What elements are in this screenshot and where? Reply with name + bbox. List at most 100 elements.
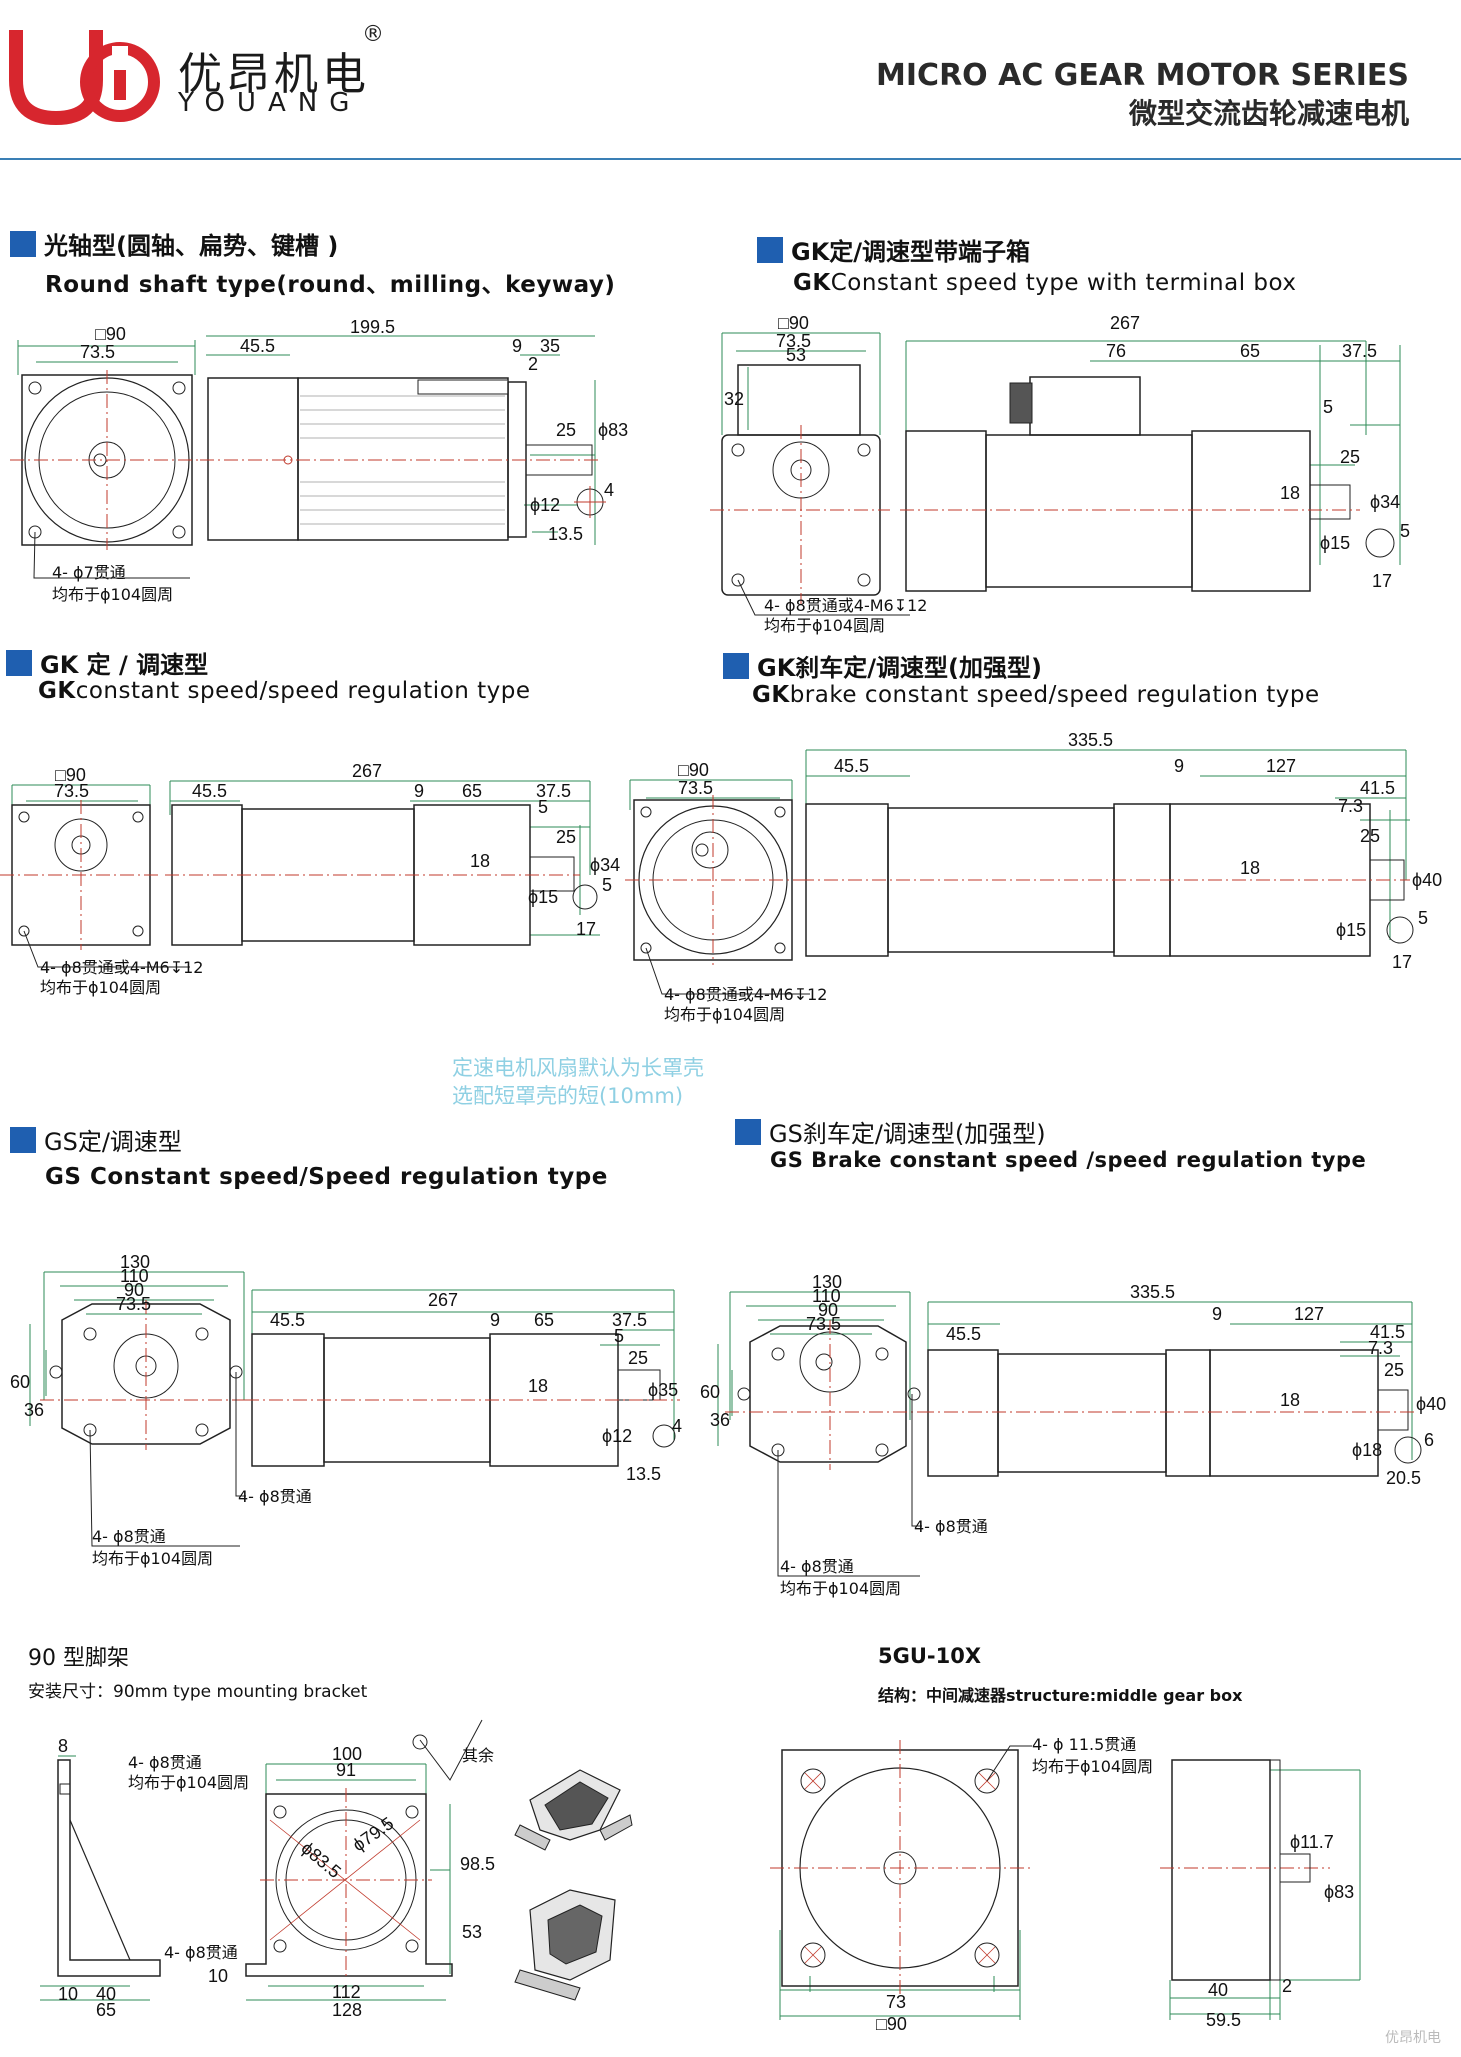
dim-d4-phi: ϕ40 [1412, 870, 1442, 890]
drawing-gk-terminal-box: □90 73.5 53 32 267 76 65 37.5 5 25 ϕ34 1… [710, 313, 1410, 635]
dim-d7-w1: 10 [58, 1984, 78, 2004]
section-marker [735, 1118, 761, 1145]
dim-d7-holes2: 4- ϕ8贯通 [164, 1943, 238, 1962]
subtitle-code: GK [752, 682, 790, 708]
section-gs-brake-heading: GS刹车定/调速型(加强型) [735, 1114, 1046, 1149]
dim-d4-shaft: ϕ15 [1336, 920, 1366, 940]
bracket-title: 90 型脚架 [28, 1646, 129, 1671]
dim-d2-phi: ϕ34 [1370, 492, 1400, 512]
note-line-1: 定速电机风扇默认为长罩壳 [452, 1056, 704, 1080]
dim-d4-key: 5 [1418, 908, 1428, 928]
dim-d2-key: 5 [1400, 521, 1410, 541]
section-title: 光轴型(圆轴、扁势、键槽 ) [44, 232, 339, 260]
dim-d2-holes: 4- ϕ8贯通或4-M6↧12 [764, 596, 927, 615]
dim-d5-i: 13.5 [626, 1464, 661, 1484]
dim-d2-i: 18 [1280, 483, 1300, 503]
subtitle-code: GK [38, 678, 76, 704]
dim-d2-pcd: 均布于ϕ104圆周 [764, 616, 885, 635]
dim-d4-h: 18 [1240, 858, 1260, 878]
dim-d5-e: 37.5 [612, 1310, 647, 1330]
dim-d5-h1: 60 [10, 1372, 30, 1392]
section-marker [10, 230, 36, 257]
dim-d3-d: 65 [462, 781, 482, 801]
dim-d6-w2: 110 [812, 1286, 841, 1306]
dim-d5-d: 65 [534, 1310, 554, 1330]
dim-d2-a: 73.5 [776, 331, 811, 351]
header-divider [0, 158, 1461, 160]
dim-d6-b: 45.5 [946, 1324, 981, 1344]
dim-d4-d: 127 [1266, 756, 1296, 776]
dim-d7-r1: ϕ83.5 [297, 1838, 344, 1882]
dim-d5-pcd: 均布于ϕ104圆周 [92, 1549, 213, 1568]
brand-name-en: YOUANG [178, 88, 362, 118]
section-round-heading: 光轴型(圆轴、扁势、键槽 ) [10, 226, 338, 261]
dim-d3-key: 5 [602, 875, 612, 895]
dim-d4-a: 73.5 [678, 778, 713, 798]
section-gk-box-heading: GK定/调速型带端子箱 [757, 232, 1030, 267]
section-gk-brake-subtitle: GKbrake constant speed/speed regulation … [752, 682, 1320, 708]
dim-d5-h: 18 [528, 1376, 548, 1396]
dim-d5-holes1: 4- ϕ8贯通 [238, 1487, 312, 1506]
dim-d1-pcd: 均布于ϕ104圆周 [52, 585, 173, 604]
dim-d5-w4: 73.5 [116, 1294, 151, 1314]
dim-d7-w5: 128 [332, 2000, 362, 2020]
dim-d5-holes2: 4- ϕ8贯通 [92, 1527, 166, 1546]
dim-d5-b: 45.5 [270, 1310, 305, 1330]
dim-d3-c: 9 [414, 781, 424, 801]
dim-d2-f: 37.5 [1342, 341, 1377, 361]
dim-d2-e: 65 [1240, 341, 1260, 361]
subtitle-code: GK [793, 270, 831, 296]
dim-d5-len: 267 [428, 1290, 458, 1310]
dim-d1-b: 45.5 [240, 336, 275, 356]
section-title: GK刹车定/调速型(加强型) [757, 654, 1042, 682]
dim-d3-e: 37.5 [536, 781, 571, 801]
dim-d6-h2: 36 [710, 1410, 730, 1430]
dim-d8-b: 2 [1282, 1976, 1292, 1996]
dim-d4-f: 7.3 [1338, 796, 1363, 816]
gearbox-subtitle: 结构：中间减速器structure:middle gear box [878, 1686, 1243, 1705]
dim-d3-g: 25 [556, 827, 576, 847]
drawing-mounting-bracket: 8 100 91 4- ϕ8贯通 均布于ϕ104圆周 ϕ83.5 ϕ79.5 9… [40, 1719, 633, 2020]
section-gk-box-subtitle: GKConstant speed type with terminal box [793, 270, 1296, 296]
dim-d6-pcd: 均布于ϕ104圆周 [780, 1579, 901, 1598]
dim-d3-f: 5 [538, 797, 548, 817]
dim-d6-g: 25 [1384, 1360, 1404, 1380]
brand-logo [9, 30, 160, 126]
dim-d5-g: 25 [628, 1348, 648, 1368]
dim-d1-sq: □90 [95, 324, 126, 344]
dim-d2-j: 17 [1372, 571, 1392, 591]
drawing-gs: 130 110 90 73.5 60 36 45.5 267 9 65 37.5… [10, 1252, 682, 1568]
dim-d1-len: 199.5 [350, 317, 395, 337]
dim-d4-holes: 4- ϕ8贯通或4-M6↧12 [664, 985, 827, 1004]
dim-d8-w1: 73 [886, 1992, 906, 2012]
series-title-cn: 微型交流齿轮减速电机 [1128, 97, 1409, 130]
dim-d1-phi: ϕ83 [598, 420, 628, 440]
dim-d4-b: 45.5 [834, 756, 869, 776]
brand-name-cn: 优昂机电 [178, 49, 370, 100]
dim-d5-phi: ϕ35 [648, 1380, 678, 1400]
dim-d1-holes: 4- ϕ7贯通 [52, 563, 126, 582]
dim-d3-shaft: ϕ15 [528, 887, 558, 907]
dim-d2-c: 32 [724, 389, 744, 409]
section-title: GS定/调速型 [44, 1128, 182, 1156]
dim-d6-f: 7.3 [1368, 1338, 1393, 1358]
dim-d1-f: 25 [556, 420, 576, 440]
dim-d6-d: 127 [1294, 1304, 1324, 1324]
dim-d6-shaft: ϕ18 [1352, 1440, 1382, 1460]
bracket-subtitle: 安装尺寸：90mm type mounting bracket [28, 1682, 368, 1702]
dim-d3-len: 267 [352, 761, 382, 781]
section-marker [757, 236, 783, 263]
dim-d7-w4: 112 [332, 1982, 361, 2002]
dim-d7-h2: 53 [462, 1922, 482, 1942]
subtitle-text: constant speed/speed regulation type [75, 678, 531, 704]
dim-d1-c: 9 [512, 336, 522, 356]
section-gs-heading: GS定/调速型 [10, 1122, 182, 1157]
dim-d6-c: 9 [1212, 1304, 1222, 1324]
dim-d6-w4: 73.5 [806, 1314, 841, 1334]
fan-cover-note: 定速电机风扇默认为长罩壳 选配短罩壳的短(10mm) [452, 1054, 704, 1110]
section-gk-brake-heading: GK刹车定/调速型(加强型) [723, 648, 1042, 683]
section-marker [723, 652, 749, 679]
series-title-en: MICRO AC GEAR MOTOR SERIES [876, 58, 1409, 93]
dim-d7-c: 91 [336, 1760, 356, 1780]
dim-d3-i: 17 [576, 919, 596, 939]
